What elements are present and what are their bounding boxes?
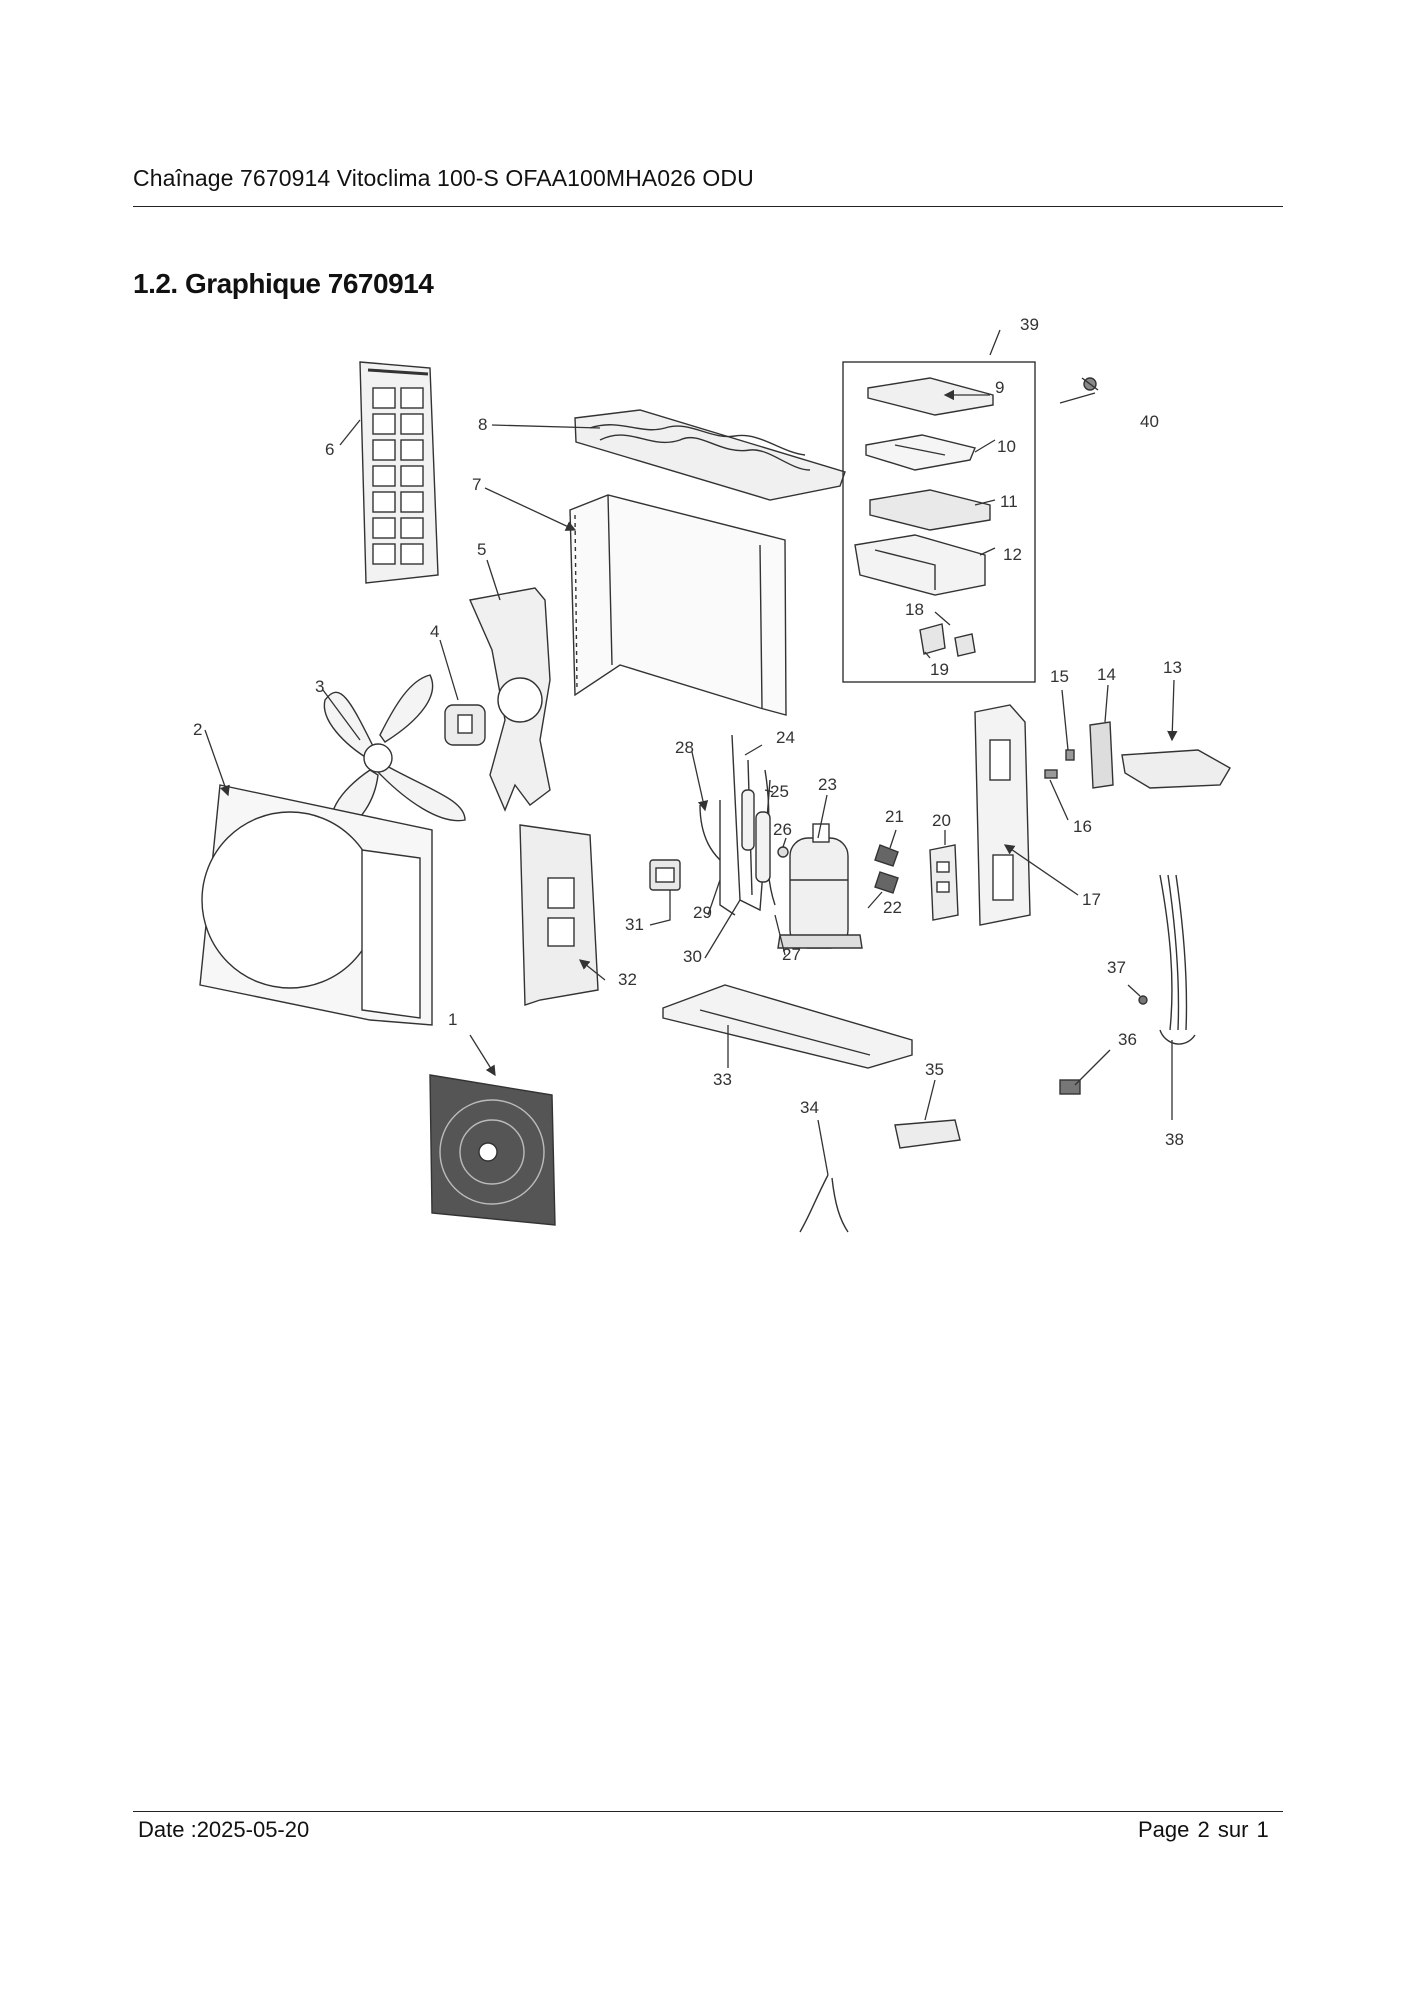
part-compressor — [777, 823, 863, 949]
grille-cell — [400, 413, 424, 435]
callout-40: 40 — [1140, 412, 1159, 431]
callout-39: 39 — [1020, 315, 1039, 334]
callout-5: 5 — [477, 540, 486, 559]
grille-cell — [400, 387, 424, 409]
part-motor-bracket — [469, 587, 551, 812]
callout-4: 4 — [430, 622, 439, 641]
grille-cell — [372, 491, 396, 513]
callout-11: 11 — [1000, 492, 1018, 511]
footer-page-number: Page 2 sur 1 — [1138, 1817, 1269, 1843]
callout-18: 18 — [905, 600, 924, 619]
callout-17: 17 — [1082, 890, 1101, 909]
callout-23: 23 — [818, 775, 837, 794]
part-valve-26 — [777, 846, 789, 858]
callout-10: 10 — [997, 437, 1016, 456]
part-grommet-37 — [1138, 995, 1148, 1005]
part-rubber-feet — [874, 844, 899, 894]
part-front-panel — [199, 784, 433, 1026]
grille-cell — [400, 491, 424, 513]
callout-21: 21 — [885, 807, 904, 826]
callout-12: 12 — [1003, 545, 1022, 564]
part-electric-box — [854, 534, 986, 596]
part-right-side-panel — [974, 704, 1031, 926]
grille-cell — [400, 543, 424, 565]
leader-lines — [204, 329, 1178, 1176]
part-valve-cover — [1121, 749, 1231, 789]
grille-cell — [372, 465, 396, 487]
part-fan-motor — [444, 704, 486, 746]
part-sensor-15-16 — [1044, 749, 1075, 779]
grille-cell — [400, 517, 424, 539]
part-condenser-coil — [569, 494, 787, 716]
footer-date: Date :2025-05-20 — [138, 1817, 310, 1842]
callout-34: 34 — [800, 1098, 819, 1117]
grille-cell — [372, 413, 396, 435]
header-divider — [133, 206, 1283, 207]
part-main-pcb — [869, 489, 991, 531]
callout-20: 20 — [932, 811, 951, 830]
callout-29: 29 — [693, 903, 712, 922]
callout-26: 26 — [773, 820, 792, 839]
callout-14: 14 — [1097, 665, 1116, 684]
callout-1: 1 — [448, 1010, 457, 1029]
footer-page-label: Page 2 sur — [1138, 1817, 1249, 1842]
grille-cell — [372, 387, 396, 409]
part-side-handle — [1089, 721, 1114, 789]
callout-24: 24 — [776, 728, 795, 747]
part-reactor — [649, 859, 681, 891]
part-connector-36 — [1059, 1079, 1081, 1095]
grille-cell — [372, 517, 396, 539]
callout-16: 16 — [1073, 817, 1092, 836]
callout-27: 27 — [782, 945, 801, 964]
electric-box-group-frame — [842, 361, 1036, 683]
grille-cell — [372, 543, 396, 565]
callout-8: 8 — [478, 415, 487, 434]
header-title: Chaînage 7670914 Vitoclima 100-S OFAA100… — [133, 165, 754, 191]
section-title: 1.2. Graphique 7670914 — [133, 268, 434, 299]
callout-38: 38 — [1165, 1130, 1184, 1149]
part-fan-guard — [429, 1074, 556, 1226]
callout-32: 32 — [618, 970, 637, 989]
part-refrigerant-piping — [699, 734, 776, 916]
part-drain-35 — [894, 1119, 961, 1149]
callout-7: 7 — [472, 475, 481, 494]
callout-33: 33 — [713, 1070, 732, 1089]
callout-15: 15 — [1050, 667, 1069, 686]
part-pcb-frame — [865, 434, 976, 471]
part-module-18-19 — [919, 623, 976, 657]
callout-28: 28 — [675, 738, 694, 757]
part-grille-filter — [359, 361, 439, 584]
footer-divider — [133, 1811, 1283, 1812]
part-wiring-harness — [1159, 874, 1196, 1045]
part-top-cover — [574, 409, 846, 501]
grille-cell — [400, 465, 424, 487]
callout-6: 6 — [325, 440, 334, 459]
callout-19: 19 — [930, 660, 949, 679]
callout-31: 31 — [625, 915, 644, 934]
callout-36: 36 — [1118, 1030, 1137, 1049]
footer-page-total: 1 — [1256, 1817, 1269, 1842]
part-terminal-block — [929, 844, 959, 921]
callout-37: 37 — [1107, 958, 1126, 977]
callout-labels: 1 2 3 4 5 6 7 8 9 10 11 12 13 14 15 16 1… — [193, 315, 1184, 1149]
callout-30: 30 — [683, 947, 702, 966]
part-partition-plate — [519, 824, 599, 1006]
callout-3: 3 — [315, 677, 324, 696]
grille-cell — [400, 439, 424, 461]
part-electric-box-cover — [867, 377, 994, 416]
part-base-pan — [662, 984, 913, 1069]
callout-35: 35 — [925, 1060, 944, 1079]
callout-2: 2 — [193, 720, 202, 739]
part-wire-34 — [799, 1174, 849, 1233]
callout-22: 22 — [883, 898, 902, 917]
callout-25: 25 — [770, 782, 789, 801]
callout-13: 13 — [1163, 658, 1182, 677]
part-fan-blade — [323, 674, 466, 831]
callout-9: 9 — [995, 378, 1004, 397]
part-clip-40 — [1081, 377, 1099, 391]
grille-cell — [372, 439, 396, 461]
